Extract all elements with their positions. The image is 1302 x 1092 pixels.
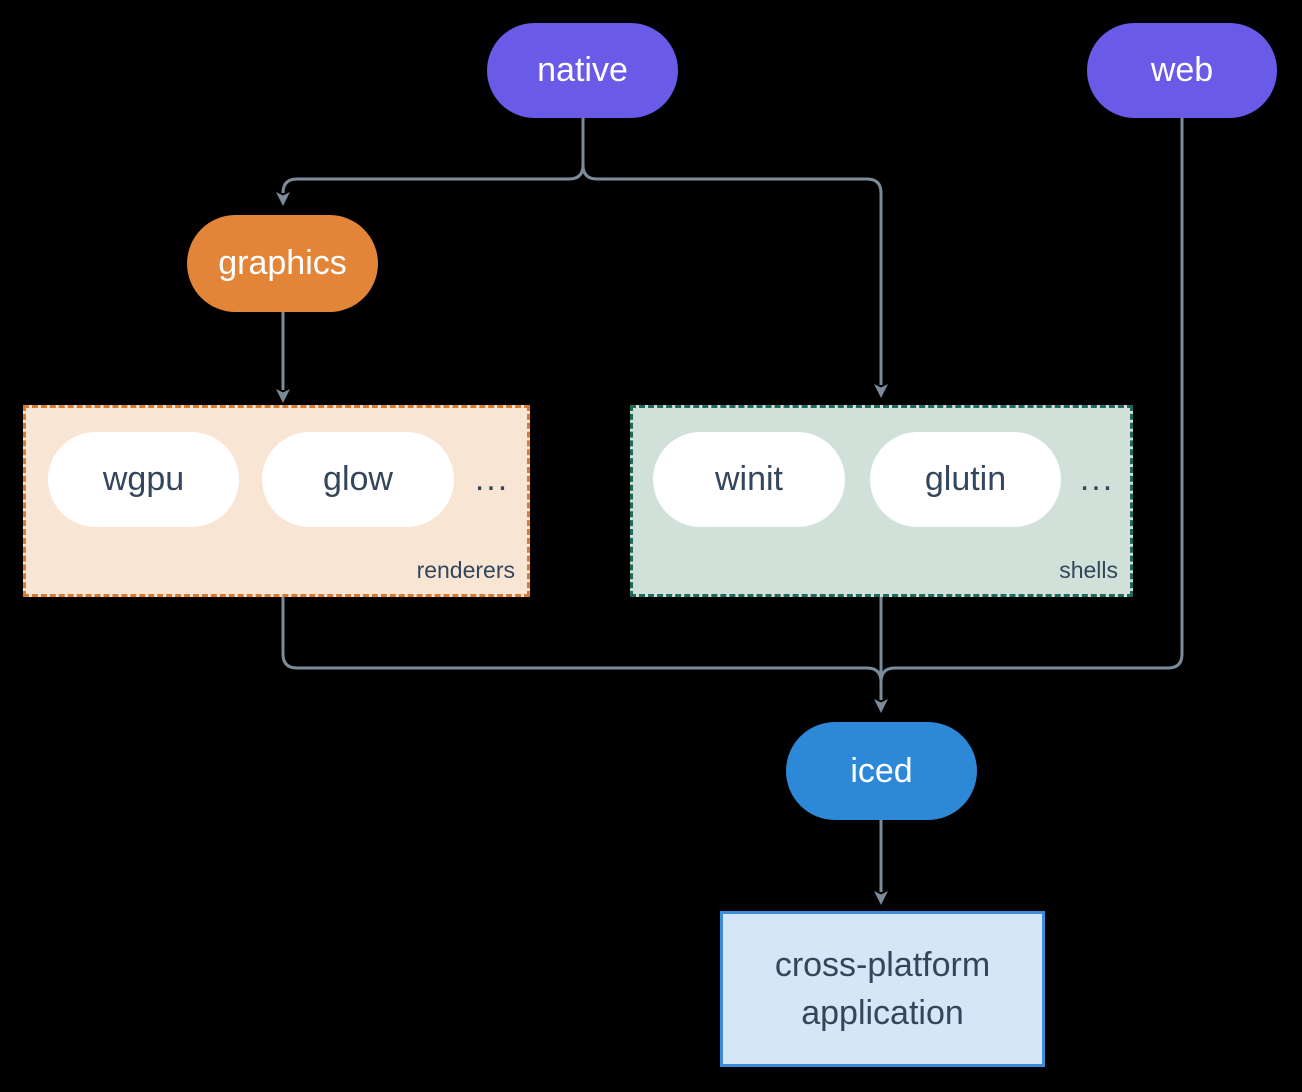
group-shells: winit glutin ... shells (630, 405, 1133, 597)
node-iced: iced (786, 722, 977, 820)
shells-ellipsis: ... (1079, 460, 1115, 498)
edge-renderers-to-iced (281, 597, 883, 697)
node-cross-platform-application: cross-platform application (720, 911, 1045, 1067)
node-web-label: web (1150, 51, 1214, 89)
edge-native-to-shells (581, 118, 888, 398)
node-native-label: native (537, 51, 628, 89)
node-glutin: glutin (870, 432, 1061, 527)
node-iced-label: iced (850, 751, 913, 790)
group-renderers: wgpu glow ... renderers (23, 405, 530, 597)
node-graphics-label: graphics (218, 244, 347, 282)
renderers-ellipsis: ... (474, 460, 510, 498)
node-graphics: graphics (187, 215, 378, 312)
node-native: native (487, 23, 678, 118)
node-winit: winit (653, 432, 845, 527)
node-wgpu: wgpu (48, 432, 239, 527)
node-glow-label: glow (323, 460, 393, 498)
node-glutin-label: glutin (924, 460, 1007, 498)
shells-group-label: shells (1059, 557, 1118, 583)
node-wgpu-label: wgpu (102, 460, 185, 498)
node-web: web (1087, 23, 1277, 118)
edge-native-to-graphics (276, 118, 585, 206)
renderers-group-label: renderers (416, 557, 515, 583)
node-winit-label: winit (714, 460, 784, 498)
node-application-label: cross-platform application (774, 946, 991, 1032)
node-glow: glow (262, 432, 454, 527)
